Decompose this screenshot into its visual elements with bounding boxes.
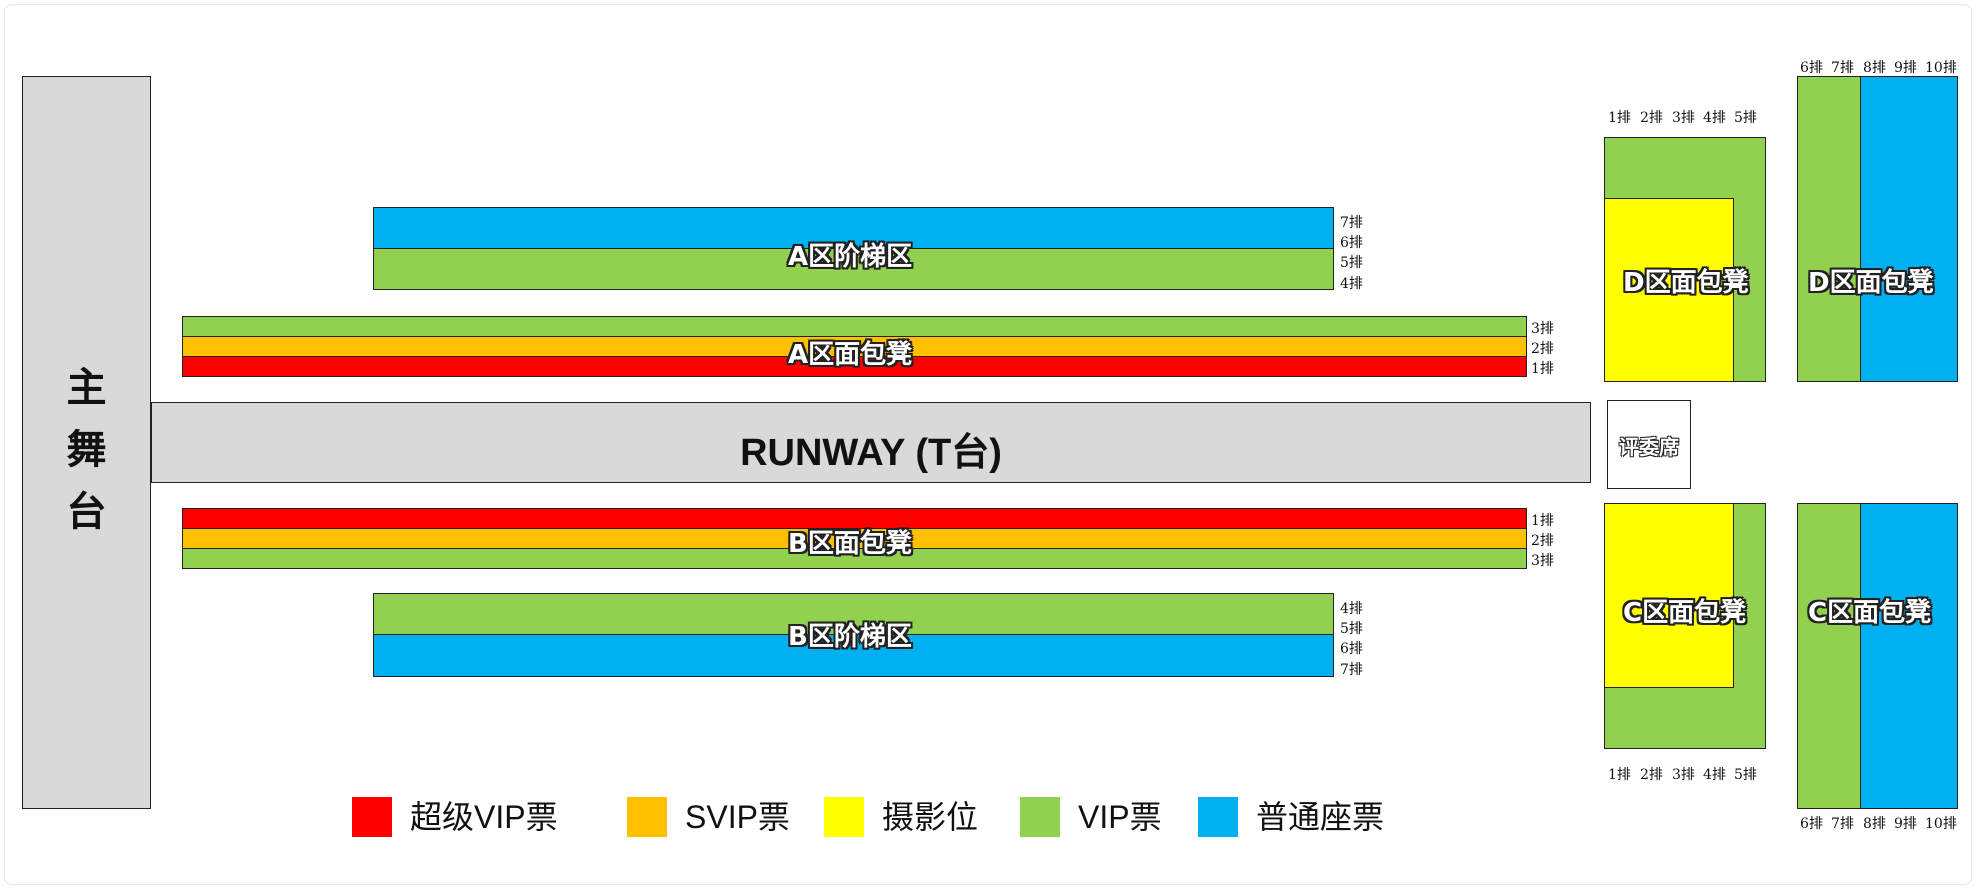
d-front-photo-block[interactable] xyxy=(1604,198,1734,382)
main-stage-char-2: 舞 xyxy=(66,427,107,473)
legend: 超级VIP票 SVIP票 摄影位 VIP票 普通座票 xyxy=(0,795,1976,841)
legend-swatch xyxy=(824,797,864,837)
c-back-vip-block[interactable] xyxy=(1797,503,1861,809)
legend-label: 超级VIP票 xyxy=(410,799,558,835)
d-back-row-label: 9排 xyxy=(1894,60,1917,76)
a-bench-row-label: 1排 xyxy=(1531,361,1554,377)
c-front-row-label: 5排 xyxy=(1734,767,1757,783)
b-stair-row-label: 7排 xyxy=(1340,662,1363,678)
judges-label: 评委席 xyxy=(1619,435,1679,459)
c-back-row-label: 6排 xyxy=(1800,816,1823,832)
d-front-row-label: 1排 xyxy=(1608,110,1631,126)
b-stair-row-label: 6排 xyxy=(1340,641,1363,657)
c-front-row-label: 3排 xyxy=(1672,767,1695,783)
a-stair-row-label: 4排 xyxy=(1340,276,1363,292)
main-stage: 主 舞 台 xyxy=(22,76,151,809)
d-back-row-label: 7排 xyxy=(1831,60,1854,76)
d-back-row-label: 6排 xyxy=(1800,60,1823,76)
b-bench-label: B区面包凳 xyxy=(788,529,912,559)
judges-table: 评委席 xyxy=(1607,400,1691,489)
b-stair-row-label: 4排 xyxy=(1340,601,1363,617)
d-back-row-label: 8排 xyxy=(1863,60,1886,76)
legend-swatch xyxy=(627,797,667,837)
d-back-vip-block[interactable] xyxy=(1797,76,1861,382)
c-front-row-label: 4排 xyxy=(1703,767,1726,783)
a-stair-row-label: 7排 xyxy=(1340,215,1363,231)
d-front-row-label: 5排 xyxy=(1734,110,1757,126)
c-back-row-label: 10排 xyxy=(1925,816,1957,832)
b-stair-label: B区阶梯区 xyxy=(788,622,912,652)
a-stair-row-label: 5排 xyxy=(1340,255,1363,271)
legend-label: VIP票 xyxy=(1078,799,1162,835)
d-back-normal-block[interactable] xyxy=(1860,76,1958,382)
d-front-row-label: 3排 xyxy=(1672,110,1695,126)
d-front-row-label: 2排 xyxy=(1640,110,1663,126)
b-bench-row-label: 3排 xyxy=(1531,553,1554,569)
c-front-row-label: 2排 xyxy=(1640,767,1663,783)
b-stair-row-label: 5排 xyxy=(1340,621,1363,637)
a-bench-label: A区面包凳 xyxy=(788,340,913,370)
c-back-row-label: 8排 xyxy=(1863,816,1886,832)
legend-swatch xyxy=(352,797,392,837)
b-bench-row-label: 2排 xyxy=(1531,533,1554,549)
runway: RUNWAY (T台) xyxy=(151,402,1591,483)
legend-label: 摄影位 xyxy=(882,799,979,835)
legend-swatch xyxy=(1020,797,1060,837)
b-bench-row-3[interactable] xyxy=(182,548,1527,569)
a-bench-row-1[interactable] xyxy=(182,356,1527,377)
legend-label: 普通座票 xyxy=(1256,799,1385,835)
runway-label: RUNWAY (T台) xyxy=(740,432,1002,474)
main-stage-label: 主 舞 台 xyxy=(23,357,150,543)
b-stair-row-7[interactable] xyxy=(373,634,1334,677)
c-front-row-label: 1排 xyxy=(1608,767,1631,783)
legend-swatch xyxy=(1198,797,1238,837)
b-stair-row-4[interactable] xyxy=(373,593,1334,635)
c-back-label: C区面包凳 xyxy=(1808,598,1932,628)
c-back-row-label: 7排 xyxy=(1831,816,1854,832)
main-stage-char-1: 主 xyxy=(66,365,107,411)
d-back-row-label: 10排 xyxy=(1925,60,1957,76)
main-stage-char-3: 台 xyxy=(66,489,107,535)
page-border xyxy=(4,4,1972,885)
c-back-normal-block[interactable] xyxy=(1860,503,1958,809)
b-bench-row-label: 1排 xyxy=(1531,513,1554,529)
a-stair-row-label: 6排 xyxy=(1340,235,1363,251)
a-bench-row-label: 2排 xyxy=(1531,341,1554,357)
c-front-label: C区面包凳 xyxy=(1623,598,1747,628)
legend-label: SVIP票 xyxy=(685,799,790,835)
c-front-photo-block[interactable] xyxy=(1604,503,1734,688)
a-stair-row-4[interactable] xyxy=(373,248,1334,290)
c-back-row-label: 9排 xyxy=(1894,816,1917,832)
d-front-label: D区面包凳 xyxy=(1623,268,1749,298)
a-bench-row-label: 3排 xyxy=(1531,321,1554,337)
d-front-row-label: 4排 xyxy=(1703,110,1726,126)
d-back-label: D区面包凳 xyxy=(1808,268,1934,298)
a-stair-label: A区阶梯区 xyxy=(788,242,913,272)
